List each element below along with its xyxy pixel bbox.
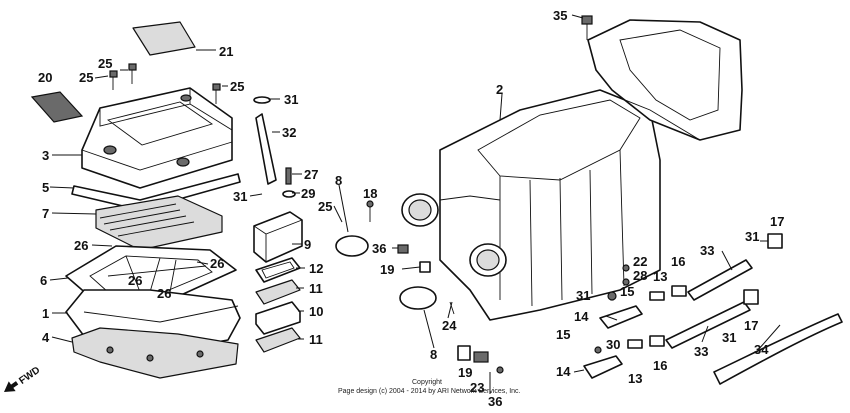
callout-25: 25 bbox=[98, 56, 112, 71]
callout-2: 2 bbox=[496, 82, 503, 97]
callout-numbers: 35 21 25 25 20 25 31 2 32 3 27 8 31 29 1… bbox=[38, 8, 784, 409]
part-25-screws bbox=[109, 63, 221, 104]
part-35-bolt bbox=[581, 15, 593, 40]
callout-10: 10 bbox=[309, 304, 323, 319]
fwd-label: FWD bbox=[17, 365, 42, 387]
callout-15: 15 bbox=[620, 284, 634, 299]
callout-26: 26 bbox=[128, 273, 142, 288]
part-14-elbows bbox=[583, 305, 643, 379]
callout-28: 28 bbox=[633, 268, 647, 283]
callout-25: 25 bbox=[230, 79, 244, 94]
callout-25: 25 bbox=[79, 70, 93, 85]
part-20-pad bbox=[30, 91, 84, 123]
part-27-29-hardware bbox=[282, 167, 296, 198]
part-18-screw bbox=[366, 200, 374, 222]
copyright-line-2: Page design (c) 2004 - 2014 by ARI Netwo… bbox=[338, 388, 521, 395]
leader-lines bbox=[49, 14, 781, 394]
callout-18: 18 bbox=[363, 186, 377, 201]
part-5-gasket bbox=[71, 173, 241, 211]
forward-direction-indicator: FWD bbox=[4, 365, 42, 392]
callout-22: 22 bbox=[633, 254, 647, 269]
callout-25: 25 bbox=[318, 199, 332, 214]
callout-29: 29 bbox=[301, 186, 315, 201]
callout-24: 24 bbox=[442, 318, 457, 333]
part-21-sheet bbox=[132, 21, 196, 56]
callout-16: 16 bbox=[653, 358, 667, 373]
callout-14: 14 bbox=[556, 364, 571, 379]
callout-13: 13 bbox=[653, 269, 667, 284]
callout-31: 31 bbox=[722, 330, 736, 345]
callout-15: 15 bbox=[556, 327, 570, 342]
callout-32: 32 bbox=[282, 125, 296, 140]
callout-8: 8 bbox=[430, 347, 437, 362]
part-33-hose-lower bbox=[665, 301, 751, 349]
callout-36: 36 bbox=[488, 394, 502, 409]
callout-36: 36 bbox=[372, 241, 386, 256]
part-4-gasket bbox=[71, 327, 239, 379]
callout-27: 27 bbox=[304, 167, 318, 182]
callout-34: 34 bbox=[754, 342, 769, 357]
part-34-long-hose bbox=[713, 313, 843, 385]
callout-17: 17 bbox=[744, 318, 758, 333]
callout-19: 19 bbox=[458, 365, 472, 380]
part-9-box bbox=[253, 211, 303, 263]
callout-31: 31 bbox=[233, 189, 247, 204]
callout-11: 11 bbox=[309, 281, 323, 296]
callout-26: 26 bbox=[74, 238, 88, 253]
callout-13: 13 bbox=[628, 371, 642, 386]
callout-35: 35 bbox=[553, 8, 567, 23]
callout-12: 12 bbox=[309, 261, 323, 276]
callout-1: 1 bbox=[42, 306, 49, 321]
part-6-frame bbox=[65, 245, 237, 303]
callout-9: 9 bbox=[304, 237, 311, 252]
callout-20: 20 bbox=[38, 70, 52, 85]
callout-31: 31 bbox=[745, 229, 759, 244]
callout-4: 4 bbox=[42, 330, 50, 345]
part-32-tube bbox=[253, 96, 277, 185]
callout-33: 33 bbox=[700, 243, 714, 258]
copyright-line-1: Copyright bbox=[412, 379, 442, 386]
part-10-element bbox=[255, 301, 301, 335]
part-8-clamps bbox=[335, 235, 437, 310]
part-19-23-bolts bbox=[457, 345, 504, 374]
part-11-plate-upper bbox=[255, 279, 301, 305]
part-7-filter bbox=[95, 195, 223, 251]
callout-26: 26 bbox=[157, 286, 171, 301]
callout-17: 17 bbox=[770, 214, 784, 229]
callout-26: 26 bbox=[210, 256, 224, 271]
part-12-gasket bbox=[255, 257, 301, 283]
callout-33: 33 bbox=[694, 344, 708, 359]
part-2-airbox bbox=[401, 19, 743, 321]
callout-21: 21 bbox=[219, 44, 233, 59]
part-3-cover bbox=[81, 87, 233, 189]
callout-23: 23 bbox=[470, 380, 484, 395]
callout-30: 30 bbox=[606, 337, 620, 352]
callout-11: 11 bbox=[309, 332, 323, 347]
part-11-plate-lower bbox=[255, 327, 301, 353]
forward-arrow-icon bbox=[4, 381, 19, 392]
callout-7: 7 bbox=[42, 206, 49, 221]
part-13-16-fittings bbox=[594, 264, 687, 354]
callout-8: 8 bbox=[335, 173, 342, 188]
callout-6: 6 bbox=[40, 273, 47, 288]
callout-3: 3 bbox=[42, 148, 49, 163]
callout-31: 31 bbox=[284, 92, 298, 107]
callout-5: 5 bbox=[42, 180, 49, 195]
callout-16: 16 bbox=[671, 254, 685, 269]
part-33-hose-upper bbox=[687, 259, 753, 301]
callout-19: 19 bbox=[380, 262, 394, 277]
callout-14: 14 bbox=[574, 309, 589, 324]
callout-31: 31 bbox=[576, 288, 590, 303]
copyright-notice: Copyright Page design (c) 2004 - 2014 by… bbox=[338, 379, 521, 395]
